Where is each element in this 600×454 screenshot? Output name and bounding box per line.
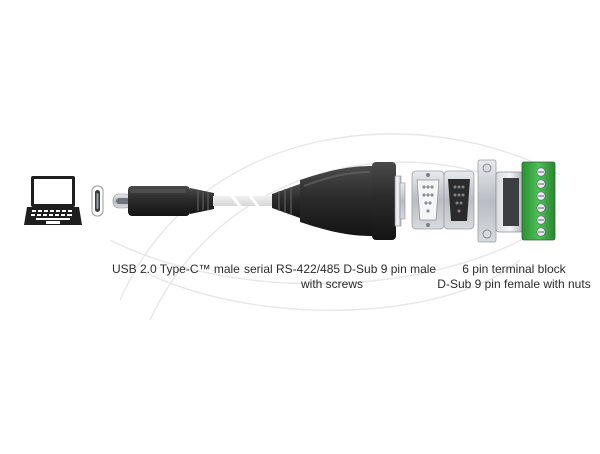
terminal-caption-line-2: D-Sub 9 pin female with nuts [437,277,591,291]
terminal-caption-line-1: 6 pin terminal block [462,262,566,276]
terminal-block-icon [477,159,556,243]
serial-caption-line-1: serial RS-422/485 D-Sub 9 pin male [244,262,437,276]
serial-connector-caption: serial RS-422/485 D-Sub 9 pin male with … [244,262,437,292]
dsub-9-female-face-icon [443,170,475,230]
serial-caption-line-2: with screws [300,277,363,291]
usb-c-caption: USB 2.0 Type-C™ male [112,262,240,277]
laptop-icon [24,176,82,225]
terminal-block-caption: 6 pin terminal block D-Sub 9 pin female … [430,262,598,292]
usb-c-caption-text: USB 2.0 Type-C™ male [112,262,240,276]
dsub-9-male-connector-icon [272,162,406,240]
dsub-9-male-pin-face-icon [411,170,445,230]
usb-c-plug-icon [112,186,214,216]
cable-icon [213,195,273,207]
usb-c-port-icon [91,185,104,217]
